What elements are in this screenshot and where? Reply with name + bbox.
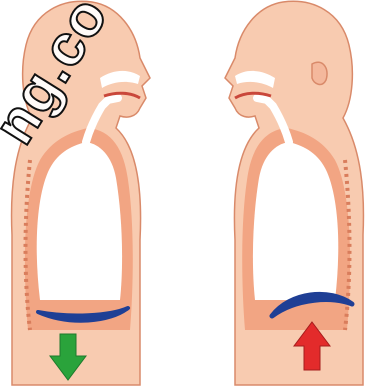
ear-right <box>312 62 327 84</box>
figure-right <box>225 1 363 385</box>
